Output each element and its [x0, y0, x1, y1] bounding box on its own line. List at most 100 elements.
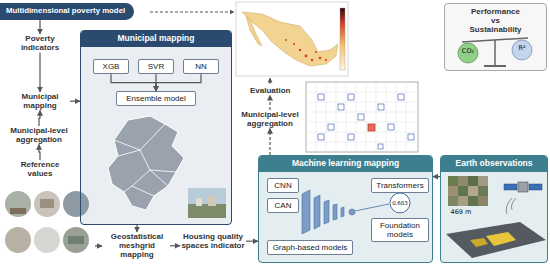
municipal-map: [108, 116, 226, 218]
model-box: SVR: [138, 59, 174, 74]
flow-arrow: [39, 20, 40, 34]
grid-cells: [318, 94, 414, 149]
node-text: Graph-based models: [270, 243, 350, 252]
reference-photos: [5, 191, 89, 253]
map-frame: [236, 2, 348, 76]
satellite-icon: [504, 182, 542, 214]
flow-arrow: [269, 128, 270, 155]
model-box: NN: [183, 59, 219, 74]
step-label: Geostatistical meshgrid mapping: [104, 232, 170, 260]
mexico-map: [236, 2, 348, 76]
grid-lines: [306, 82, 418, 152]
panel-ground: [440, 155, 548, 263]
highlight-cell: [368, 124, 375, 131]
photo-detail: [10, 208, 26, 214]
dashed-arrow: [270, 78, 271, 84]
state-outline: [108, 116, 184, 210]
flow-arrow: [39, 52, 40, 92]
photo-detail: [40, 199, 54, 208]
model-box: Graph-based models: [267, 240, 353, 255]
model-box: XGB: [93, 59, 129, 74]
panel-ground: [258, 155, 433, 263]
color-bar: [340, 8, 345, 70]
city-photo: [196, 198, 202, 206]
network-link: [355, 204, 389, 211]
co2-pan: [458, 43, 478, 63]
co2-symbol: CO₂: [458, 48, 478, 55]
photo-detail: [68, 236, 84, 244]
municipal-borders: [114, 124, 176, 196]
step-label: Poverty indicators: [10, 34, 70, 52]
flow-arrow: [170, 245, 180, 246]
photo: [63, 227, 89, 253]
scale-base: [484, 65, 506, 67]
balance-scale: [458, 38, 532, 66]
node-text: SVR: [141, 62, 171, 71]
photo-arrow: [95, 245, 102, 246]
node-text: Evaluation: [250, 86, 290, 95]
flow-arrow: [70, 101, 80, 102]
photo: [34, 191, 60, 217]
r2-pan: [512, 40, 532, 60]
score-value: 0.683: [388, 200, 412, 206]
terrain-model: [446, 222, 546, 258]
flow-arrow: [136, 225, 137, 232]
poverty-dots: [285, 39, 327, 61]
step-label: Reference values: [10, 160, 70, 178]
grid-chart: [306, 82, 418, 152]
node-text: Multidimensional poverty model: [6, 7, 125, 16]
scale-label: 469 m: [448, 209, 474, 216]
panel-heading: Machine learning mapping: [259, 156, 432, 172]
r2-symbol: R²: [512, 45, 532, 52]
step-label: Municipal-level aggregation: [238, 110, 302, 128]
flow-arrow: [39, 144, 40, 160]
neural-network: [302, 190, 355, 234]
node-text: Municipal mapping: [10, 92, 70, 110]
country-shape: [242, 12, 338, 66]
node-text: Geostatistical meshgrid mapping: [104, 232, 170, 260]
chart-frame: [306, 82, 418, 152]
step-label: Municipal mapping: [10, 92, 70, 110]
model-box: CNN: [267, 178, 299, 193]
step-label: Evaluation: [250, 86, 290, 95]
photo: [63, 191, 89, 217]
node-text: Transformers: [374, 181, 426, 190]
model-box: CAN: [267, 198, 299, 213]
node-text: Municipal-level aggregation: [238, 110, 302, 128]
photo: [34, 227, 60, 253]
node-text: NN: [186, 62, 216, 71]
flow-arrow: [156, 74, 201, 91]
step-label: Municipal-level aggregation: [4, 126, 74, 144]
node-text: Reference values: [10, 160, 70, 178]
node-text: Performance vs Sustainability: [468, 7, 524, 35]
flow-arrow: [111, 74, 156, 91]
photo: [5, 227, 31, 253]
model-box: Transformers: [371, 178, 429, 193]
section-panel: Machine learning mappingCNN CAN Transforme…: [258, 155, 433, 263]
ensemble-box: Ensemble model: [116, 91, 196, 106]
section-panel: Municipal mappingXGBSVRNNEnsemble model: [80, 30, 232, 225]
city-photo: [188, 204, 226, 218]
panel-ground: [80, 30, 232, 225]
node-text: Housing quality spaces indicator: [180, 232, 246, 250]
dashed-arrow: [150, 12, 234, 13]
node-text: Municipal-level aggregation: [4, 126, 74, 144]
flow-arrow: [269, 95, 270, 110]
flow-arrow: [246, 241, 258, 242]
model-box: Foundation models: [371, 218, 429, 242]
panel-ground: [444, 3, 547, 71]
title-banner: Multidimensional poverty model: [0, 3, 134, 20]
node-text: Foundation models: [374, 221, 426, 239]
flow-arrow: [39, 110, 40, 126]
node-text: CAN: [270, 201, 296, 210]
panel-heading: Earth observations: [441, 156, 547, 172]
node-text: Ensemble model: [119, 94, 193, 103]
scale-post: [494, 40, 496, 66]
country-shape: [246, 16, 262, 46]
satellite-tiles: [448, 176, 488, 206]
photo: [5, 191, 31, 217]
city-photo: [188, 188, 226, 218]
step-label: Housing quality spaces indicator: [180, 232, 246, 250]
node-text: Poverty indicators: [10, 34, 70, 52]
flow-arrow: [433, 176, 440, 177]
